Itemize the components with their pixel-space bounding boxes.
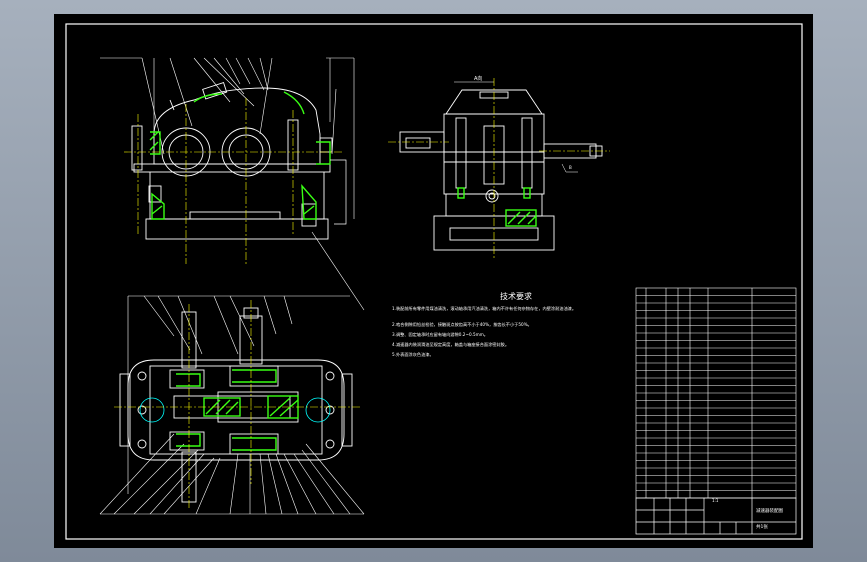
sheet-count: 共1张 xyxy=(756,523,768,530)
side-center-lines xyxy=(388,78,610,260)
note-1: 1.装配前所有零件用煤油清洗，滚动轴承用汽油清洗，箱内不许有任何杂物存在，内壁涂… xyxy=(392,305,576,312)
front-center-lines xyxy=(124,98,344,264)
note-4: 4.减速器内装润滑油至规定高度，箱盖与箱座接合面涂密封胶。 xyxy=(392,341,509,348)
note-3: 3.调整、固定轴承时应留有轴向游隙0.2~0.5mm。 xyxy=(392,331,488,338)
housing-plan xyxy=(127,359,345,461)
scale-value: 1:1 xyxy=(712,498,719,503)
front-view-leaders xyxy=(100,57,355,219)
base-plate xyxy=(145,218,329,240)
inspection-cover xyxy=(202,82,228,100)
top-center-lines xyxy=(114,300,360,510)
top-section-hatch xyxy=(176,369,299,451)
view-label: A向 xyxy=(474,75,482,82)
title-block: 1:1 减速器装配图 共1张 xyxy=(635,497,797,535)
drawing-sheet: A向 B xyxy=(54,14,813,548)
parts-list xyxy=(635,287,797,499)
drawing-name: 减速器装配图 xyxy=(756,507,783,514)
section-label: B xyxy=(569,165,572,170)
drawing-canvas: A向 B xyxy=(65,23,803,540)
note-5: 5.外表面涂灰色油漆。 xyxy=(392,351,434,358)
side-section-hatch xyxy=(457,187,537,227)
technical-notes: 技术要求 1.装配前所有零件用煤油清洗，滚动轴承用汽油清洗，箱内不许有任何杂物存… xyxy=(392,291,576,358)
front-section-hatch xyxy=(149,91,331,220)
side-view: A向 B xyxy=(399,75,603,251)
notes-title: 技术要求 xyxy=(500,291,532,301)
top-view-leaders xyxy=(99,231,365,515)
inner-frame xyxy=(65,23,803,540)
housing-cover xyxy=(153,87,321,165)
top-view xyxy=(99,231,365,515)
housing-flange xyxy=(133,163,331,173)
note-2: 2.啮合侧隙用铅丝检验，接触斑点按齿高不小于40%，按齿长不小于50%。 xyxy=(392,321,532,328)
bolt-left xyxy=(131,125,143,171)
